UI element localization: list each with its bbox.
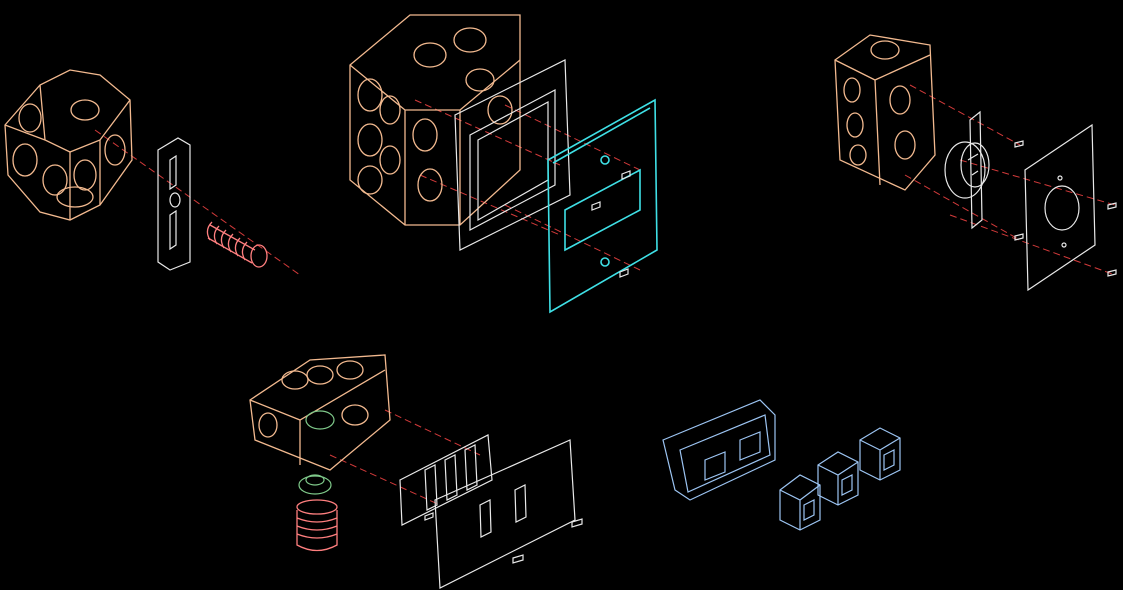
device-box — [834, 34, 936, 191]
screws — [424, 512, 583, 564]
switch-mounting-plate — [399, 434, 493, 526]
conduit-coil — [206, 221, 268, 268]
octagonal-box-assembly — [4, 69, 301, 276]
keystone-jack — [779, 474, 821, 531]
handy-box-switch-assembly — [249, 354, 583, 589]
mounting-strap — [157, 137, 191, 271]
dual-data-outlet — [662, 399, 776, 501]
conduit-connector — [296, 499, 338, 552]
screws — [591, 170, 631, 278]
screws — [1014, 140, 1117, 277]
cover-plate — [547, 98, 658, 314]
receptacle-device — [944, 110, 990, 230]
locknuts — [298, 410, 335, 495]
device-box-receptacle-assembly — [834, 34, 1117, 292]
centerline — [94, 129, 301, 276]
square-box — [349, 14, 521, 226]
square-box-assembly — [349, 14, 658, 314]
switch-cover-plate — [434, 439, 576, 589]
octagonal-box — [4, 69, 133, 221]
handy-box — [249, 354, 391, 471]
keystone-jack — [859, 427, 901, 481]
keystone-jack — [817, 451, 859, 506]
round-cover-plate — [1024, 123, 1096, 292]
data-outlet-modules — [662, 399, 901, 531]
